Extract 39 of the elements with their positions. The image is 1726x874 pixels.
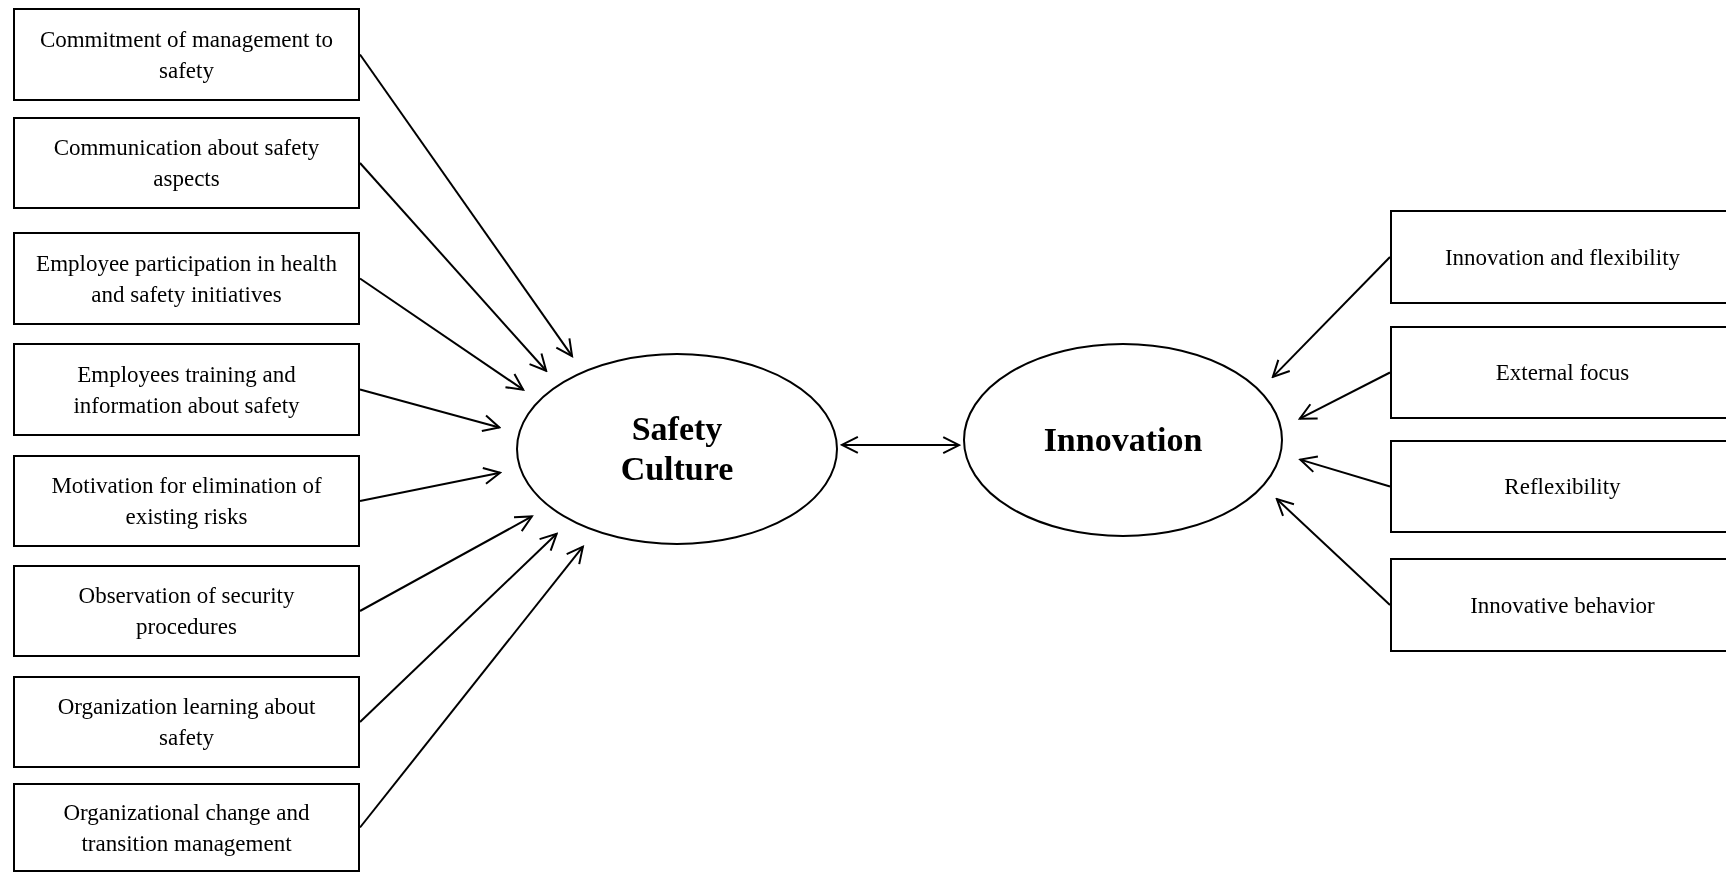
- arrow: [359, 545, 584, 829]
- factor-box: [13, 783, 360, 872]
- factor-label: Organizational change and transition management: [62, 798, 311, 858]
- factor-box: [1390, 326, 1726, 419]
- arrow: [359, 162, 548, 372]
- factor-box: [13, 8, 360, 101]
- factor-label: Innovative behavior: [1469, 591, 1656, 620]
- factor-box: [13, 117, 360, 209]
- factor-box: [1390, 558, 1726, 652]
- factor-box: [13, 676, 360, 768]
- factor-box: [1390, 440, 1726, 533]
- arrow: [1298, 371, 1391, 420]
- arrow: [359, 53, 574, 358]
- factor-label: Motivation for elimination of existing risks: [50, 472, 323, 531]
- concept-title: Innovation: [1042, 420, 1204, 460]
- factor-label: Innovation and flexibility: [1443, 243, 1682, 272]
- arrow: [359, 388, 501, 432]
- factor-label: Communication about safety aspects: [52, 134, 321, 193]
- arrow: [359, 467, 502, 502]
- arrow: [359, 515, 533, 612]
- factor-label: Reflexibility: [1503, 473, 1622, 501]
- arrow: [359, 532, 558, 723]
- factor-label: Employees training and information about safety: [72, 360, 301, 420]
- factor-box: [13, 455, 360, 547]
- factor-label: External focus: [1494, 359, 1631, 387]
- factor-box: [13, 343, 360, 436]
- factor-box: [13, 565, 360, 657]
- factor-label: Employee participation in health and safety initiatives: [35, 249, 338, 309]
- arrow: [1275, 498, 1391, 606]
- factor-label: Observation of security procedures: [77, 582, 296, 641]
- arrow: [840, 435, 961, 455]
- factor-box: [13, 232, 360, 325]
- factor-label: Organization learning about safety: [56, 693, 317, 752]
- factor-label: Commitment of management to safety: [38, 25, 335, 85]
- concept-title: Safety Culture: [619, 409, 735, 489]
- arrow: [1271, 256, 1391, 378]
- factor-box: [1390, 210, 1726, 304]
- arrow: [359, 277, 525, 391]
- arrow: [1299, 455, 1391, 488]
